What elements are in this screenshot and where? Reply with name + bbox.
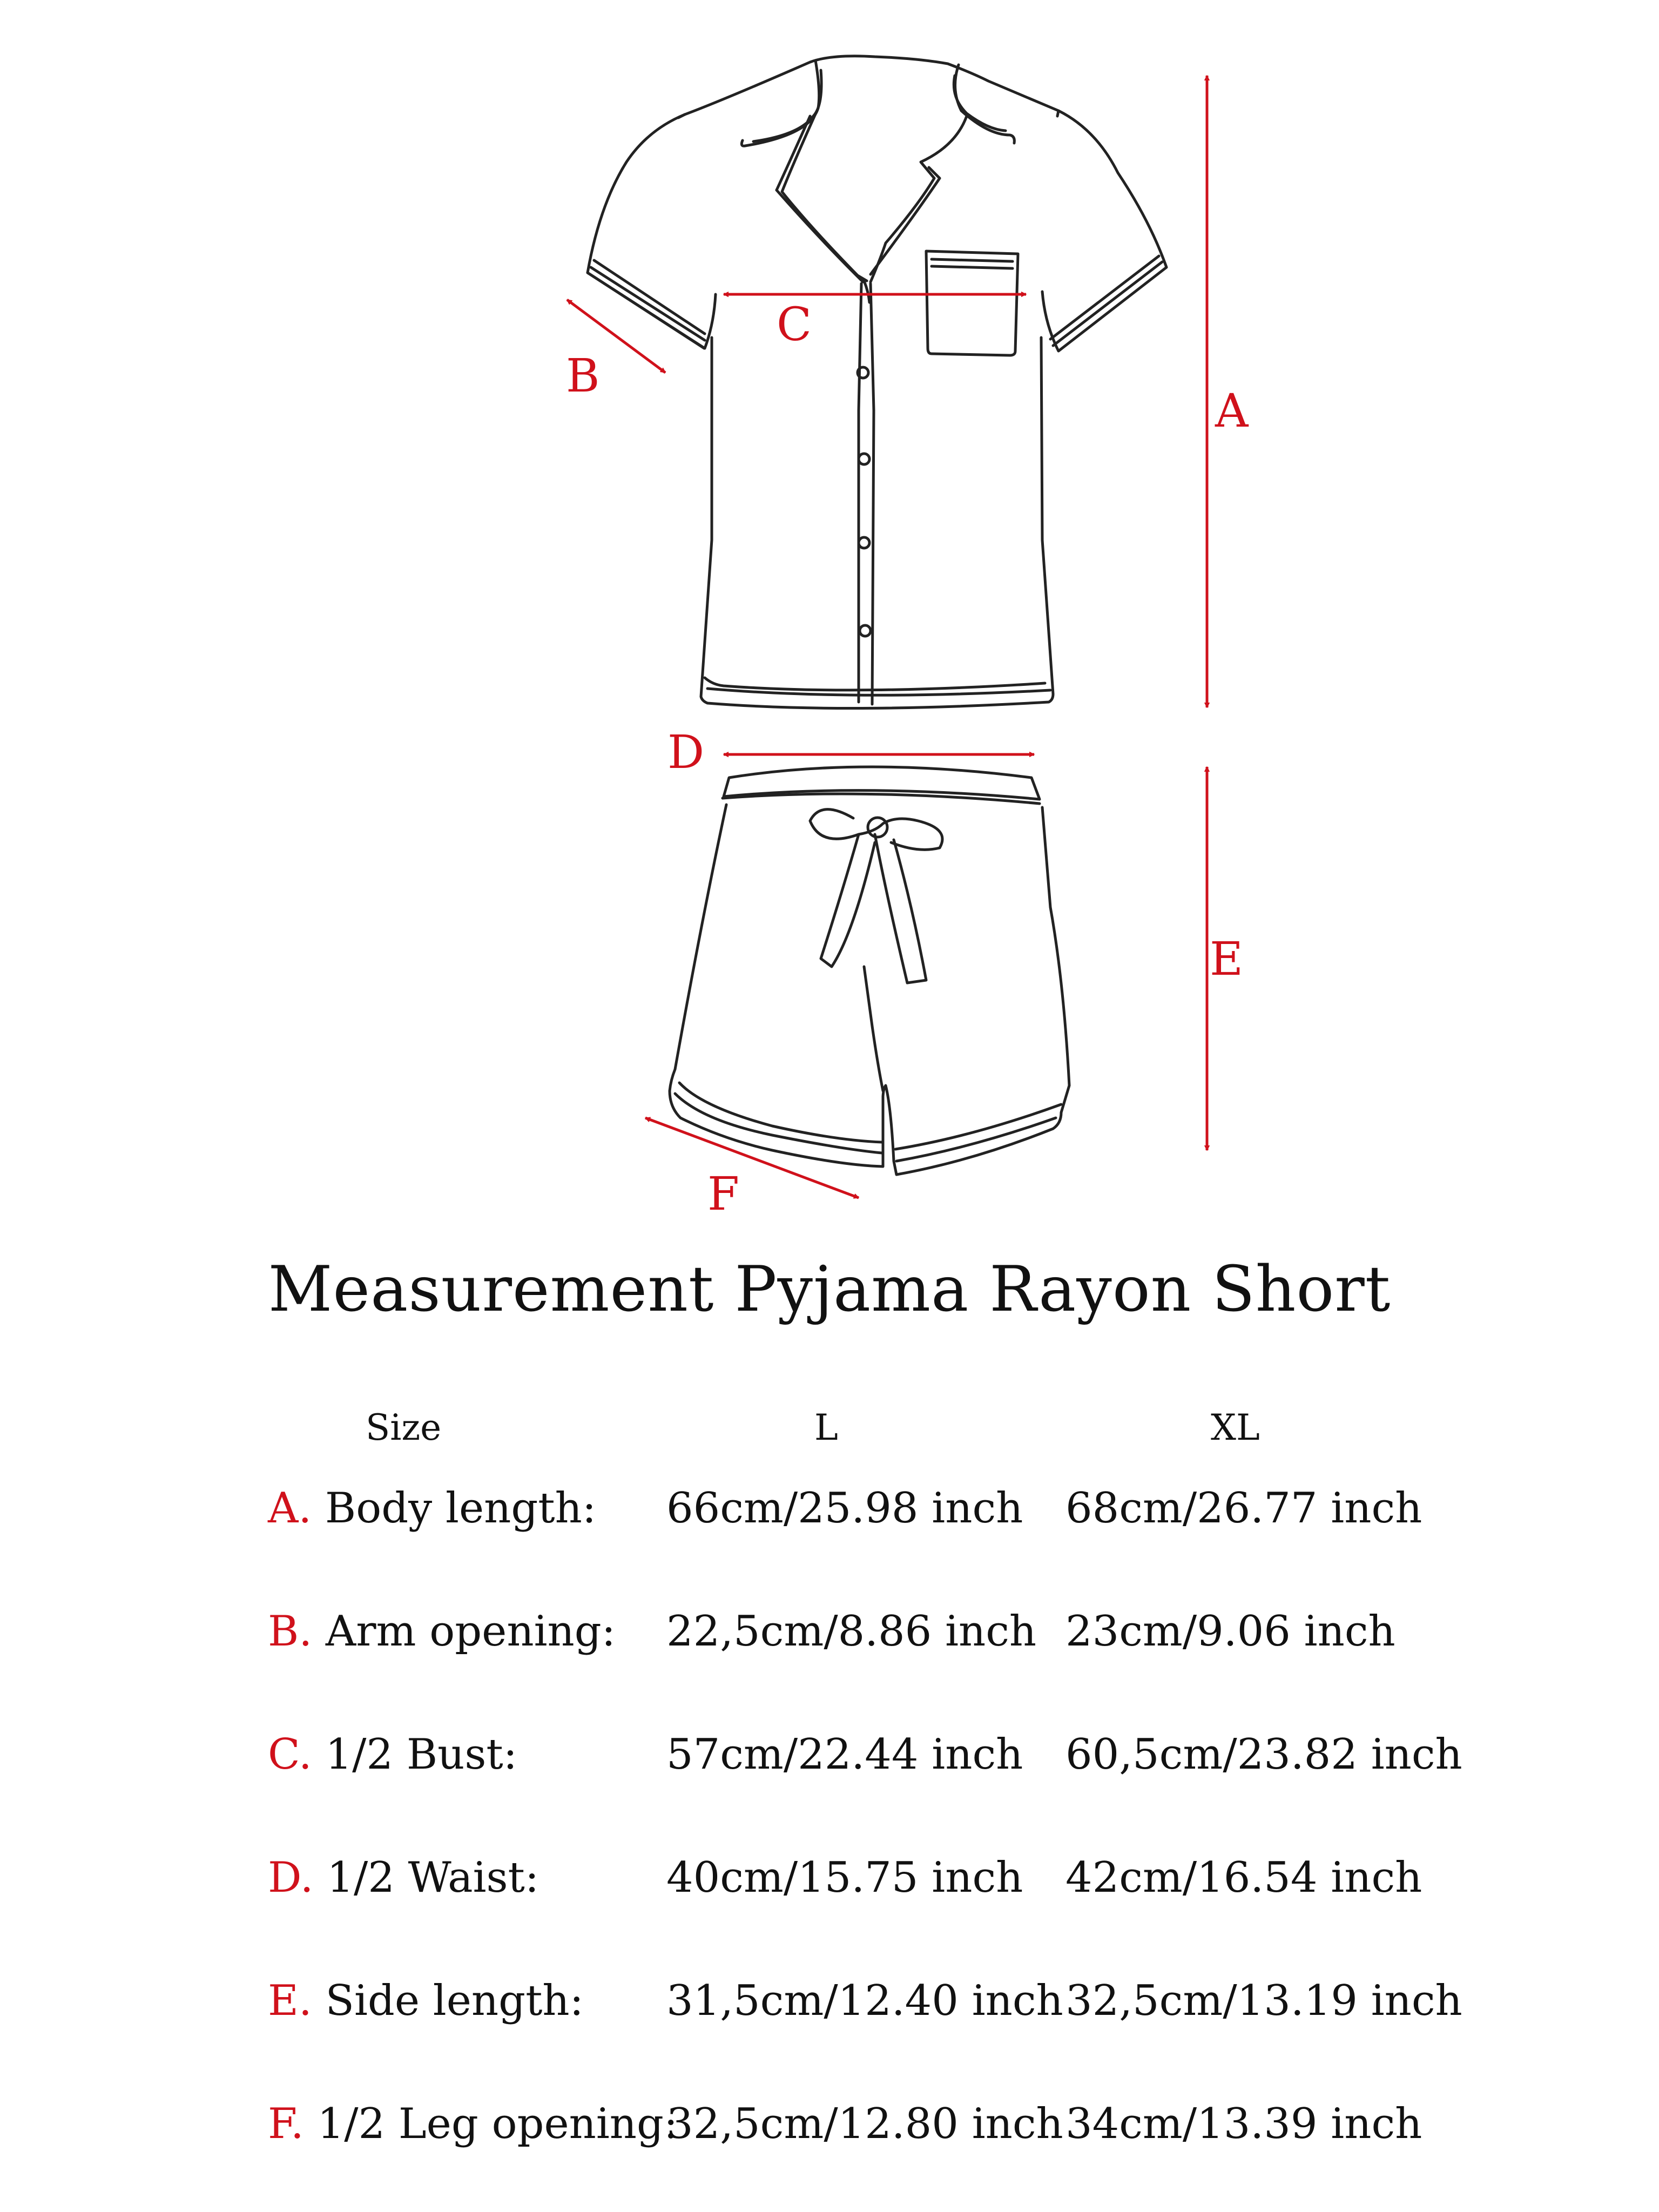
row-label-e: E. Side length: bbox=[268, 1977, 584, 2025]
row-label-text: 1/2 Bust: bbox=[325, 1730, 518, 1779]
cell-xl-f: 34cm/13.39 inch bbox=[1065, 2100, 1422, 2148]
cell-l-d: 40cm/15.75 inch bbox=[666, 1853, 1023, 1902]
row-label-a: A. Body length: bbox=[268, 1484, 596, 1533]
arrow-b bbox=[566, 298, 666, 374]
cell-xl-b: 23cm/9.06 inch bbox=[1065, 1607, 1395, 1656]
cell-l-f: 32,5cm/12.80 inch bbox=[666, 2100, 1063, 2148]
cell-l-e: 31,5cm/12.40 inch bbox=[666, 1977, 1063, 2025]
row-letter: C. bbox=[268, 1730, 312, 1779]
row-letter: F. bbox=[268, 2100, 304, 2148]
header-size: Size bbox=[366, 1407, 442, 1448]
shirt-drawing bbox=[586, 55, 1168, 710]
row-label-text: Side length: bbox=[325, 1977, 584, 2025]
page-title: Measurement Pyjama Rayon Short bbox=[268, 1253, 1391, 1326]
row-label-f: F. 1/2 Leg opening: bbox=[268, 2100, 678, 2148]
header-l: L bbox=[814, 1407, 838, 1448]
dimension-arrows bbox=[566, 76, 1207, 1198]
row-label-text: 1/2 Leg opening: bbox=[317, 2100, 678, 2148]
cell-xl-c: 60,5cm/23.82 inch bbox=[1065, 1730, 1462, 1779]
row-label-d: D. 1/2 Waist: bbox=[268, 1853, 539, 1902]
row-letter: A. bbox=[268, 1484, 312, 1533]
arrow-f bbox=[645, 1118, 859, 1198]
cell-l-c: 57cm/22.44 inch bbox=[666, 1730, 1023, 1779]
marker-c: C bbox=[777, 298, 812, 352]
marker-d: D bbox=[667, 726, 704, 779]
cell-l-a: 66cm/25.98 inch bbox=[666, 1484, 1023, 1533]
row-label-text: 1/2 Waist: bbox=[327, 1853, 539, 1902]
garment-measurement-diagram: A B C D E F bbox=[566, 55, 1249, 1221]
row-label-text: Body length: bbox=[325, 1484, 597, 1533]
row-label-c: C. 1/2 Bust: bbox=[268, 1730, 517, 1779]
row-letter: B. bbox=[268, 1607, 313, 1656]
row-label-b: B. Arm opening: bbox=[268, 1607, 616, 1656]
cell-xl-a: 68cm/26.77 inch bbox=[1065, 1484, 1422, 1533]
row-label-text: Arm opening: bbox=[325, 1607, 616, 1656]
row-letter: D. bbox=[268, 1853, 314, 1902]
marker-b: B bbox=[566, 349, 599, 403]
cell-xl-d: 42cm/16.54 inch bbox=[1065, 1853, 1422, 1902]
shorts-drawing bbox=[668, 765, 1071, 1176]
cell-l-b: 22,5cm/8.86 inch bbox=[666, 1607, 1037, 1656]
cell-xl-e: 32,5cm/13.19 inch bbox=[1065, 1977, 1462, 2025]
row-letter: E. bbox=[268, 1977, 312, 2025]
header-xl: XL bbox=[1211, 1407, 1260, 1448]
marker-f: F bbox=[707, 1168, 739, 1221]
marker-a: A bbox=[1215, 385, 1249, 438]
marker-e: E bbox=[1210, 933, 1243, 986]
